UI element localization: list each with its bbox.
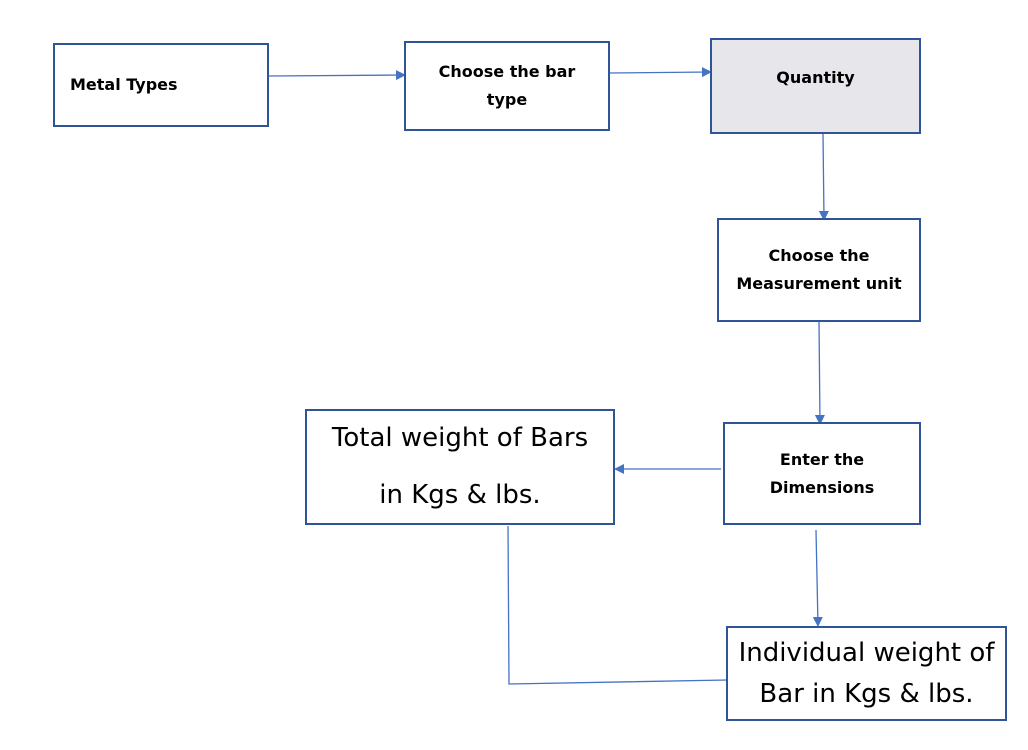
quantity-box: Quantity — [710, 38, 921, 134]
bar-type-label: Choose the bar type — [438, 62, 576, 109]
arrow-quantity-to-measurement-unit — [818, 133, 829, 221]
total-weight-label: Total weight of Bars in Kgs & lbs. — [331, 423, 589, 510]
arrow-measurement-unit-to-dimensions — [814, 321, 825, 425]
individual-weight-box: Individual weight of Bar in Kgs & lbs. — [726, 626, 1007, 721]
arrow-dimensions-to-individual-weight — [812, 529, 823, 627]
dimensions-box: Enter the Dimensions — [723, 422, 921, 525]
measurement-unit-box: Choose the Measurement unit — [717, 218, 921, 322]
quantity-label: Quantity — [776, 68, 855, 87]
arrow-bar-type-to-quantity — [609, 67, 712, 78]
total-weight-box: Total weight of Bars in Kgs & lbs. — [305, 409, 615, 525]
measurement-unit-label: Choose the Measurement unit — [736, 246, 902, 293]
individual-weight-label: Individual weight of Bar in Kgs & lbs. — [738, 637, 995, 709]
connector-individual-weight-to-total-weight — [507, 525, 728, 685]
metal-types-box: Metal Types — [53, 43, 269, 127]
metal-types-label: Metal Types — [70, 75, 178, 94]
dimensions-label: Enter the Dimensions — [769, 449, 875, 497]
arrow-metal-types-to-bar-type — [268, 70, 406, 81]
bar-type-box: Choose the bar type — [404, 41, 610, 131]
